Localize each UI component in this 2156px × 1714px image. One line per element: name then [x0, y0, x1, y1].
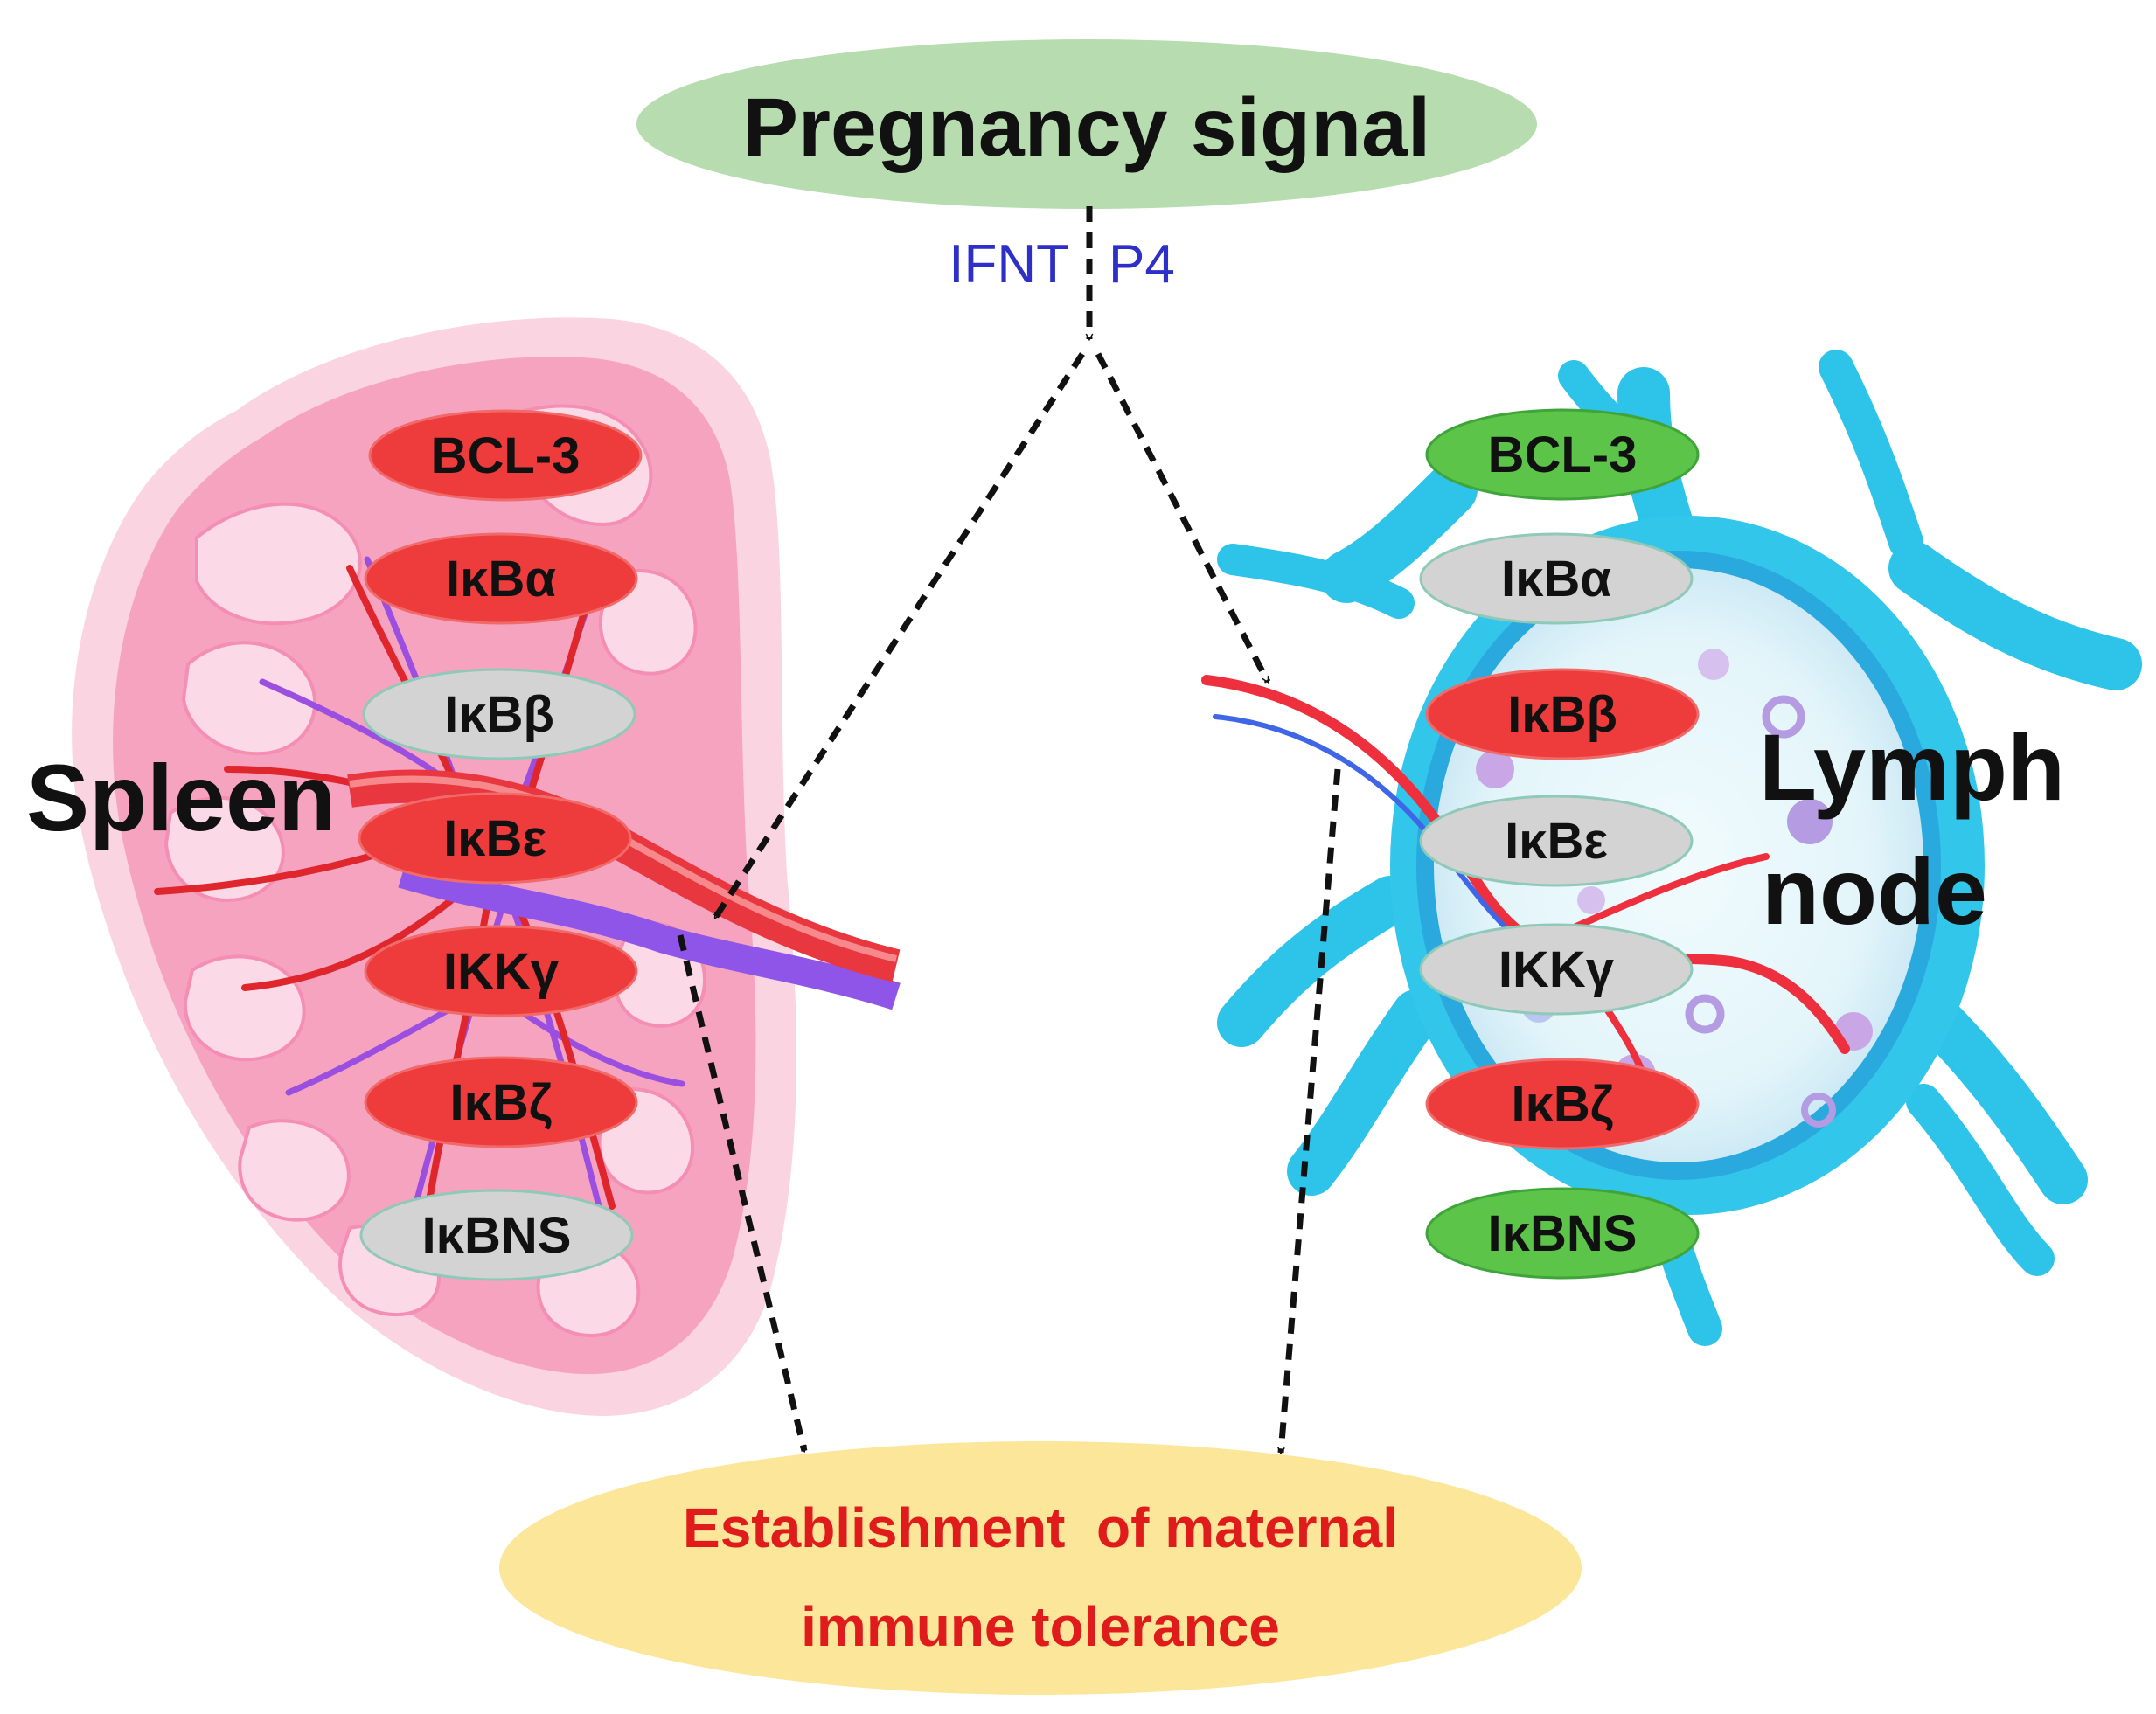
pregnancy-signal-bubble — [636, 39, 1537, 209]
organ-label-lymph-line2: node — [1762, 838, 1987, 944]
organ-label-lymph-line1: Lymph — [1759, 714, 2065, 820]
outcome-text-line1: Establishment of maternal — [683, 1496, 1398, 1559]
marker-label: IκBα — [446, 551, 556, 607]
lymph-marker: IκBε — [1419, 795, 1694, 887]
lymph-marker: IKKγ — [1419, 923, 1694, 1016]
lymph-marker: IκBζ — [1425, 1058, 1700, 1150]
marker-label: IκBβ — [444, 686, 554, 743]
marker-pill — [1419, 532, 1694, 625]
spleen-marker-column: BCL-3 IκBα IκBβ IκBε IKKγ IκBζ IκBNS — [358, 409, 643, 1281]
splenic-vein — [398, 860, 901, 1010]
spleen-marker: IκBε — [358, 792, 632, 885]
marker-pill — [359, 1189, 634, 1281]
lymph-marker: IκBNS — [1425, 1187, 1700, 1280]
marker-label: IκBε — [1505, 813, 1608, 870]
marker-pill — [1419, 795, 1694, 887]
arrow-lymph-to-outcome — [1281, 768, 1341, 1453]
arrow-to-lymph-node — [1095, 352, 1271, 682]
marker-pill — [362, 668, 636, 760]
marker-label: IκBα — [1501, 551, 1611, 607]
outcome-text-line2: immune tolerance — [801, 1595, 1280, 1658]
marker-label: IκBNS — [422, 1207, 572, 1264]
spleen-marker: IκBα — [364, 532, 638, 625]
spleen-marker: IκBβ — [362, 668, 636, 760]
marker-pill — [1425, 1058, 1700, 1150]
arrow-spleen-to-outcome — [677, 934, 808, 1451]
spleen-marker: IKKγ — [364, 925, 638, 1017]
marker-label: IκBNS — [1488, 1205, 1638, 1262]
marker-label: IκBβ — [1507, 686, 1617, 743]
marker-pill — [364, 925, 638, 1017]
spleen-marker: IκBζ — [364, 1056, 638, 1148]
marker-label: IKKγ — [443, 943, 560, 1000]
marker-pill — [1419, 923, 1694, 1016]
marker-label: IκBε — [443, 810, 546, 867]
organ-label-spleen: Spleen — [26, 745, 336, 850]
lymph-marker-column: BCL-3 IκBα IκBβ IκBε IKKγ IκBζ IκBNS — [1419, 408, 1700, 1280]
marker-pill — [358, 792, 632, 885]
marker-pill — [1425, 408, 1700, 501]
marker-label: BCL-3 — [1488, 427, 1638, 483]
outcome-bubble — [499, 1441, 1582, 1695]
marker-label: IκBζ — [449, 1074, 552, 1131]
marker-pill — [1425, 1187, 1700, 1280]
pregnancy-signal-title: Pregnancy signal — [743, 81, 1431, 174]
lymph-marker: IκBα — [1419, 532, 1694, 625]
signal-label-p4: P4 — [1109, 234, 1175, 295]
arrow-to-spleen — [713, 352, 1085, 918]
lymph-marker: BCL-3 — [1425, 408, 1700, 501]
marker-label: IκBζ — [1511, 1076, 1613, 1133]
marker-pill — [364, 1056, 638, 1148]
signal-label-ifnt: IFNT — [949, 234, 1069, 295]
marker-pill — [364, 532, 638, 625]
lymph-marker: IκBβ — [1425, 668, 1700, 760]
marker-pill — [1425, 668, 1700, 760]
spleen-marker: IκBNS — [359, 1189, 634, 1281]
marker-label: BCL-3 — [431, 427, 581, 484]
spleen-marker: BCL-3 — [368, 409, 643, 502]
marker-pill — [368, 409, 643, 502]
marker-label: IKKγ — [1499, 941, 1615, 998]
